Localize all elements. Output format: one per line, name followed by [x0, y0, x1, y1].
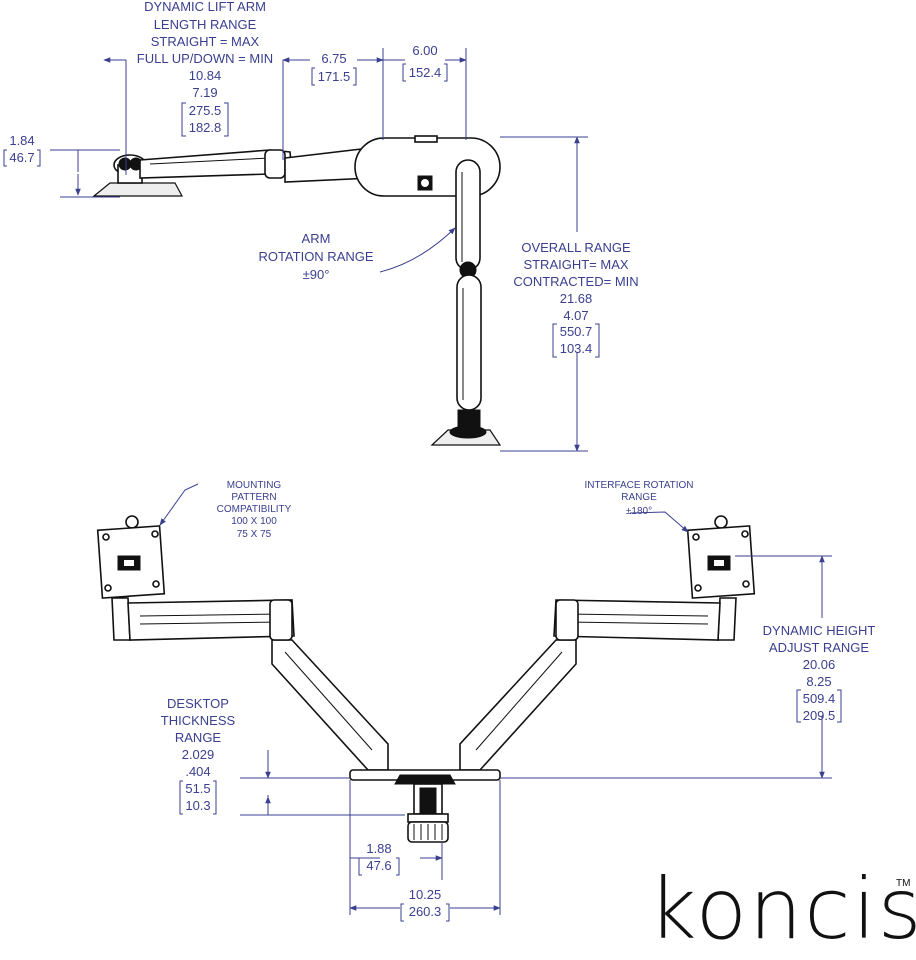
right-vesa-plate	[686, 515, 756, 599]
desktop-title-2: THICKNESS	[161, 713, 236, 728]
top-view: DYNAMIC LIFT ARM LENGTH RANGE STRAIGHT =…	[3, 0, 639, 452]
lift-arm-title-1: DYNAMIC LIFT ARM	[144, 0, 266, 14]
mounting-pattern-75: 75 X 75	[237, 529, 272, 540]
height-adjust-title-1: DYNAMIC HEIGHT	[763, 623, 876, 638]
height-adjust-min-mm: 209.5	[803, 708, 836, 723]
dim-184-in: 1.84	[9, 133, 34, 148]
trademark: TM	[896, 878, 910, 889]
lift-arm-min-in: 7.19	[192, 85, 217, 100]
overall-range-max-mm: 550.7	[560, 324, 593, 339]
height-adjust-min-in: 8.25	[806, 674, 831, 689]
mounting-title-1: MOUNTING	[227, 480, 282, 491]
desktop-max-mm: 51.5	[185, 781, 210, 796]
dim-675-mm: 171.5	[318, 69, 351, 84]
desktop-max-in: 2.029	[182, 747, 215, 762]
dim-1025-in: 10.25	[409, 887, 442, 902]
right-monitor-arm	[459, 597, 737, 771]
mounting-title-2: PATTERN	[231, 492, 276, 503]
dim-184-mm: 46.7	[9, 150, 34, 165]
height-adjust-title-2: ADJUST RANGE	[769, 640, 869, 655]
front-view-dimension-lines	[159, 483, 832, 915]
arm-rotation-title-1: ARM	[302, 231, 331, 246]
overall-range-title-2: STRAIGHT= MAX	[523, 257, 628, 272]
mounting-pattern-100: 100 X 100	[231, 516, 277, 527]
desk-clamp	[349, 769, 501, 843]
left-vesa-plate	[96, 515, 166, 599]
interface-rotation-title-2: RANGE	[621, 492, 657, 503]
dim-600-in: 6.00	[412, 43, 437, 58]
desktop-title-3: RANGE	[175, 730, 222, 745]
interface-rotation-value: ±180°	[626, 506, 652, 517]
vertical-arm	[430, 159, 502, 446]
arm-rotation-title-2: ROTATION RANGE	[258, 249, 373, 264]
height-adjust-max-in: 20.06	[803, 657, 836, 672]
overall-range-min-mm: 103.4	[560, 341, 593, 356]
lift-arm	[139, 149, 293, 179]
lift-arm-title-3: STRAIGHT = MAX	[151, 34, 260, 49]
height-adjust-max-mm: 509.4	[803, 691, 836, 706]
desktop-min-in: .404	[185, 764, 210, 779]
dim-188-mm: 47.6	[366, 858, 391, 873]
dim-188-in: 1.88	[366, 841, 391, 856]
desktop-min-mm: 10.3	[185, 798, 210, 813]
overall-range-min-in: 4.07	[563, 308, 588, 323]
lift-arm-min-mm: 182.8	[189, 120, 222, 135]
left-monitor-arm	[111, 597, 389, 771]
koncis-logo: koncis TM	[648, 860, 916, 958]
lift-arm-max-in: 10.84	[189, 68, 222, 83]
overall-range-max-in: 21.68	[560, 291, 593, 306]
dim-675-in: 6.75	[321, 51, 346, 66]
lift-arm-max-mm: 275.5	[189, 103, 222, 118]
interface-rotation-title-1: INTERFACE ROTATION	[584, 480, 693, 491]
overall-range-title-3: CONTRACTED= MIN	[513, 274, 638, 289]
front-view: MOUNTING PATTERN COMPATIBILITY 100 X 100…	[96, 480, 876, 922]
desktop-title-1: DESKTOP	[167, 696, 229, 711]
dim-600-mm: 152.4	[409, 65, 442, 80]
brand-name: koncis	[648, 860, 916, 958]
lift-arm-title-4: FULL UP/DOWN = MIN	[137, 51, 273, 66]
overall-range-title-1: OVERALL RANGE	[521, 240, 631, 255]
mounting-title-3: COMPATIBILITY	[217, 504, 292, 515]
dim-1025-mm: 260.3	[409, 904, 442, 919]
top-view-dimension-lines	[50, 48, 588, 452]
lift-arm-title-2: LENGTH RANGE	[154, 17, 257, 32]
arm-rotation-value: ±90°	[303, 267, 330, 282]
